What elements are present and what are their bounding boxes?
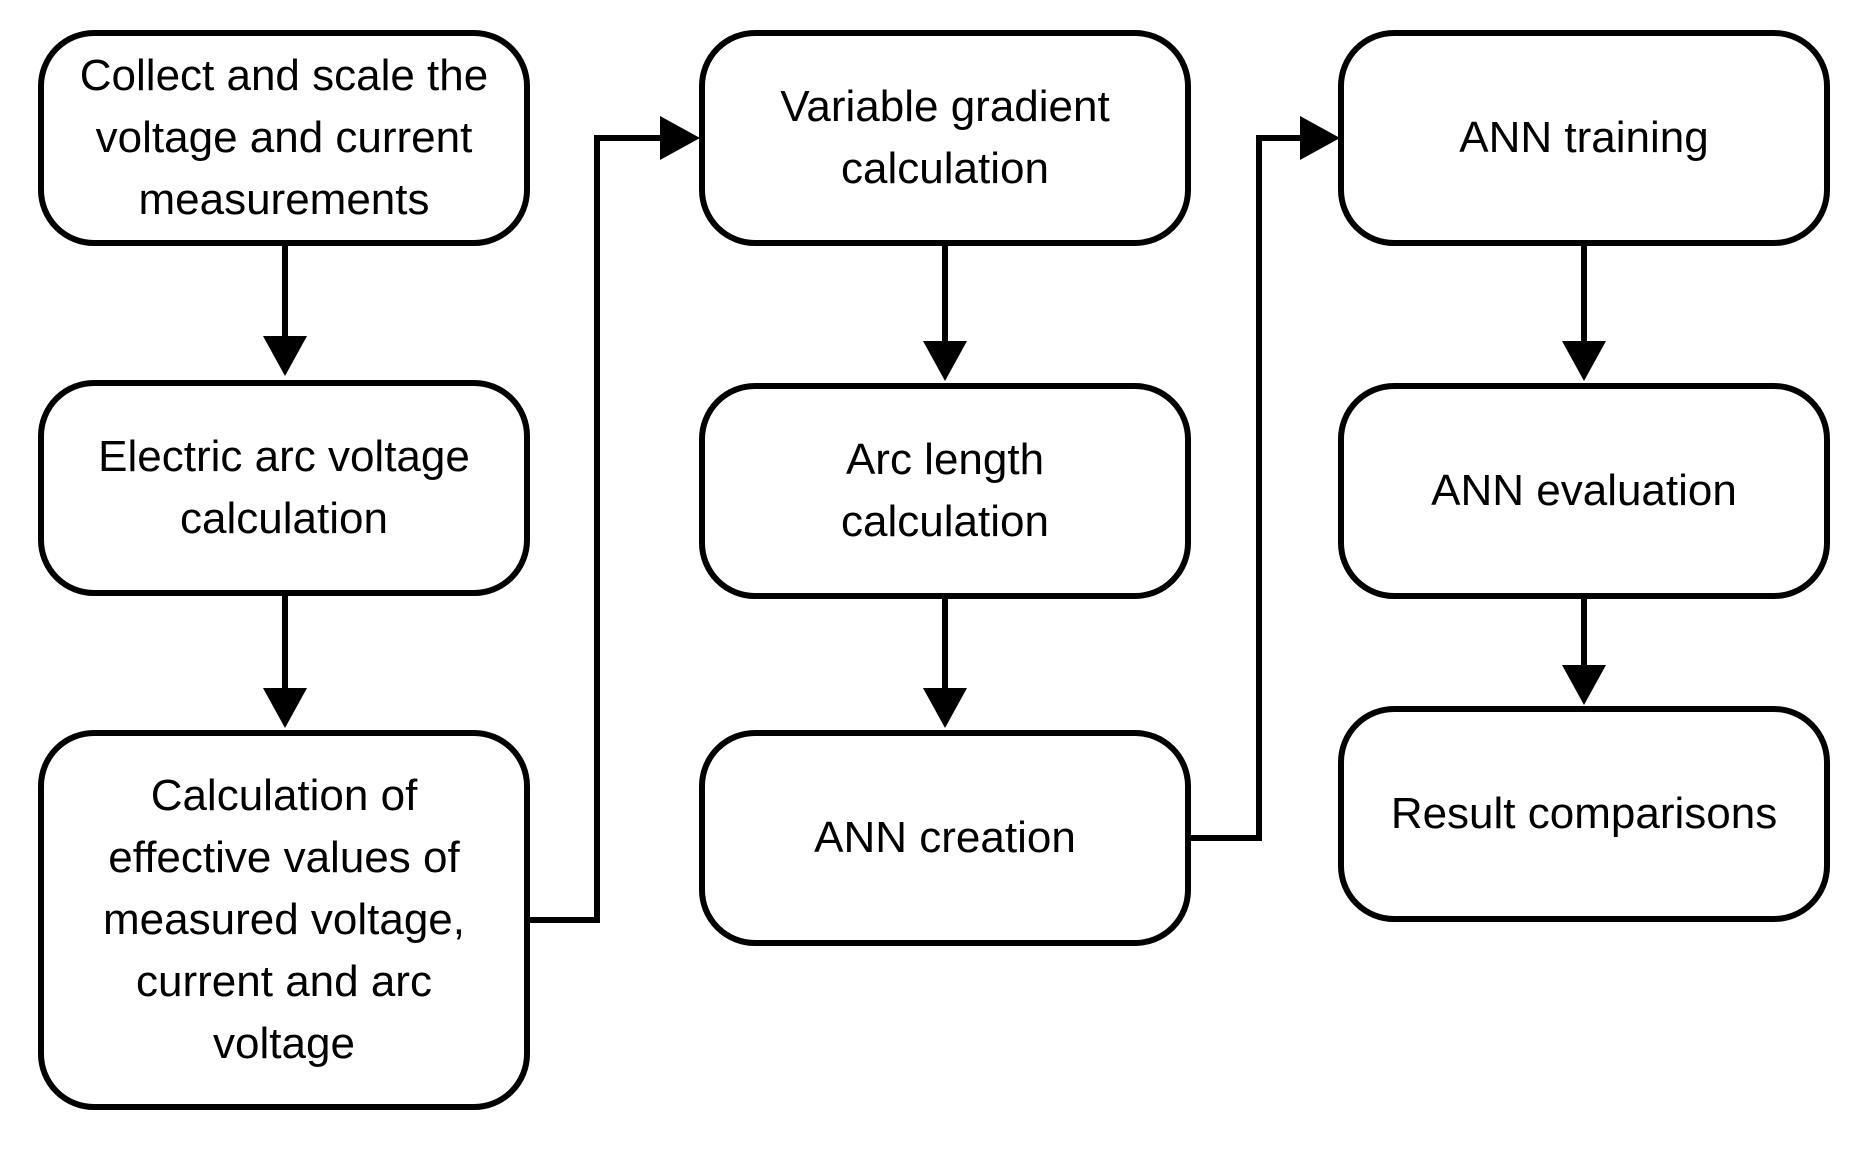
node-collect-measurements-label: Collect and scale the voltage and curren… — [79, 51, 489, 224]
node-ann-creation: ANN creation — [699, 730, 1191, 946]
arrow-effective-values-to-variable-gradient — [530, 116, 700, 923]
node-variable-gradient-calculation: Variable gradient calculation — [699, 30, 1191, 246]
node-arc-length-calculation-label: Arc length calculation — [841, 435, 1049, 546]
arrow-ann-evaluation-to-result-comparisons — [1562, 599, 1606, 705]
arrow-variable-gradient-to-arc-length — [923, 246, 967, 381]
node-effective-values-calculation: Calculation of effective values of measu… — [38, 730, 530, 1110]
node-ann-training-label: ANN training — [1459, 113, 1709, 162]
node-ann-creation-label: ANN creation — [814, 813, 1076, 862]
node-result-comparisons-label: Result comparisons — [1390, 789, 1778, 838]
node-arc-length-calculation: Arc length calculation — [699, 383, 1191, 599]
node-ann-training: ANN training — [1338, 30, 1830, 246]
node-ann-evaluation-label: ANN evaluation — [1431, 466, 1737, 515]
arrow-arc-voltage-to-effective-values — [263, 596, 307, 728]
node-arc-voltage-calculation: Electric arc voltage calculation — [38, 380, 530, 596]
node-arc-voltage-calculation-label: Electric arc voltage calculation — [98, 432, 470, 543]
arrow-ann-training-to-ann-evaluation — [1562, 246, 1606, 381]
arrow-collect-to-arc-voltage — [263, 246, 307, 376]
arrow-arc-length-to-ann-creation — [923, 599, 967, 728]
arrow-ann-creation-to-ann-training — [1191, 116, 1340, 841]
node-ann-evaluation: ANN evaluation — [1338, 383, 1830, 599]
node-effective-values-calculation-label: Calculation of effective values of measu… — [103, 771, 465, 1068]
node-variable-gradient-calculation-label: Variable gradient calculation — [780, 82, 1110, 193]
node-collect-measurements: Collect and scale the voltage and curren… — [38, 30, 530, 246]
node-result-comparisons: Result comparisons — [1338, 706, 1830, 922]
